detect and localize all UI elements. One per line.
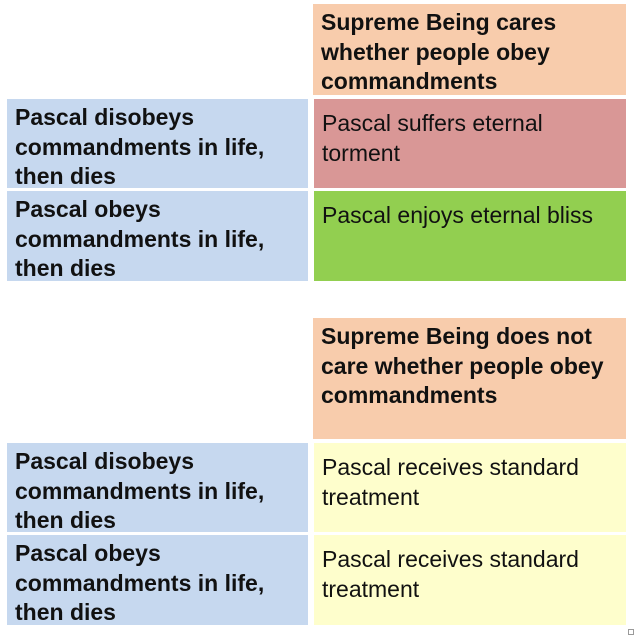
table1-row2-label: Pascal obeys commandments in life, then …: [7, 191, 308, 281]
table1-row1-outcome: Pascal suffers eternal torment: [314, 99, 626, 188]
table1-row1-label: Pascal disobeys commandments in life, th…: [7, 99, 308, 189]
table2-row2-outcome: Pascal receives standard treatment: [314, 535, 626, 625]
table2-row1-label: Pascal disobeys commandments in life, th…: [7, 443, 308, 533]
table1-row2-outcome: Pascal enjoys eternal bliss: [314, 191, 626, 281]
table2-header: Supreme Being does not care whether peop…: [313, 318, 626, 439]
table2-row1-outcome: Pascal receives standard treatment: [314, 443, 626, 532]
slide-corner-marker: [628, 629, 634, 635]
table2-row2-label: Pascal obeys commandments in life, then …: [7, 535, 308, 625]
table1-header: Supreme Being cares whether people obey …: [313, 4, 626, 95]
